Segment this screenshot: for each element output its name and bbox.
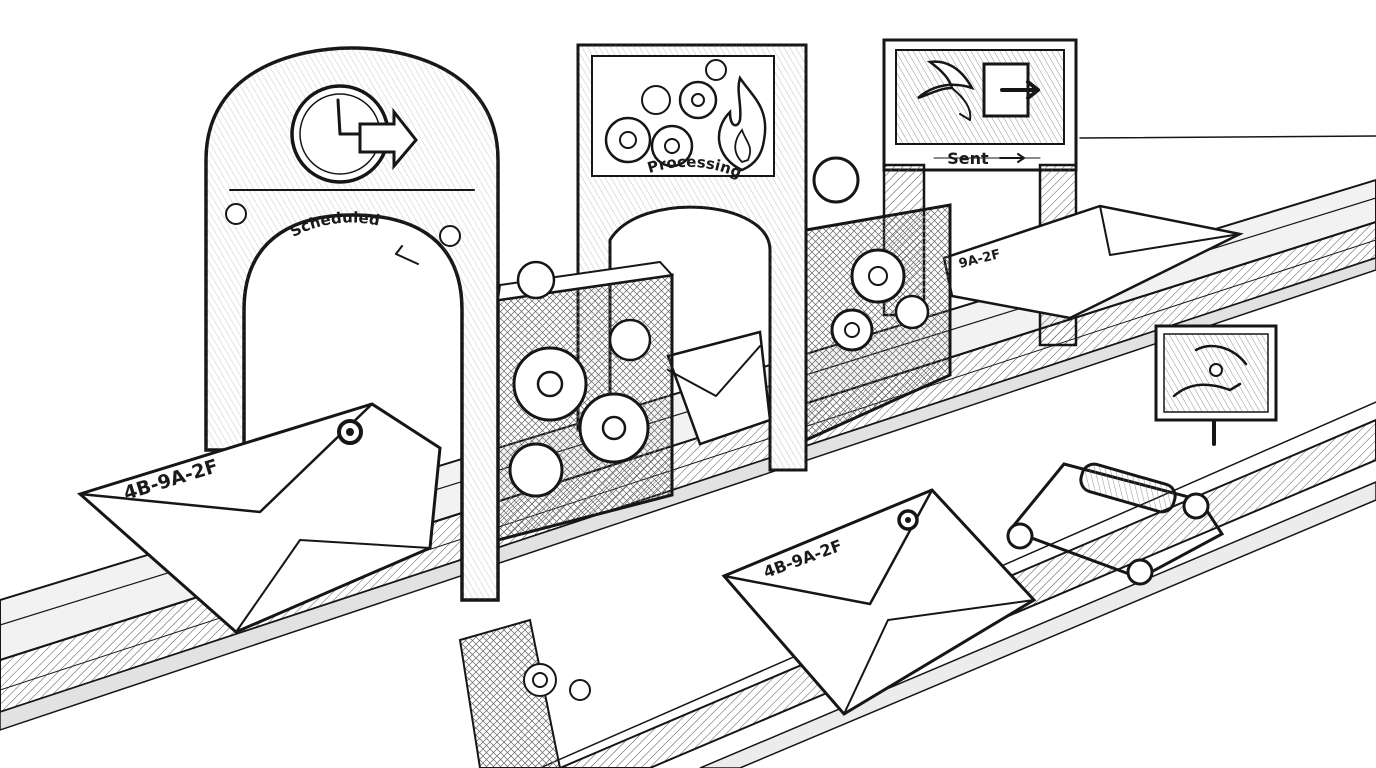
envelope-inside bbox=[666, 330, 772, 446]
envelope-middle: 4B-9A-2F bbox=[721, 488, 1037, 716]
gear-icon bbox=[897, 509, 919, 531]
scheduled-gear-box bbox=[496, 260, 675, 542]
sent-label: Sent bbox=[947, 149, 989, 168]
roller-device bbox=[1006, 462, 1225, 586]
dove-door-icon bbox=[917, 60, 1040, 121]
gear-icon bbox=[337, 419, 363, 445]
side-sign bbox=[1154, 324, 1278, 446]
gears-fire-icon bbox=[604, 59, 767, 172]
processing-gear-box bbox=[804, 156, 952, 443]
horizon-line bbox=[1079, 135, 1376, 139]
clock-arrow-icon bbox=[290, 84, 418, 184]
support-strut bbox=[458, 618, 591, 768]
hands-coin-icon bbox=[1172, 344, 1248, 398]
processing-gate: Processing bbox=[576, 43, 808, 472]
scheduled-gate: Scheduled bbox=[204, 46, 500, 602]
